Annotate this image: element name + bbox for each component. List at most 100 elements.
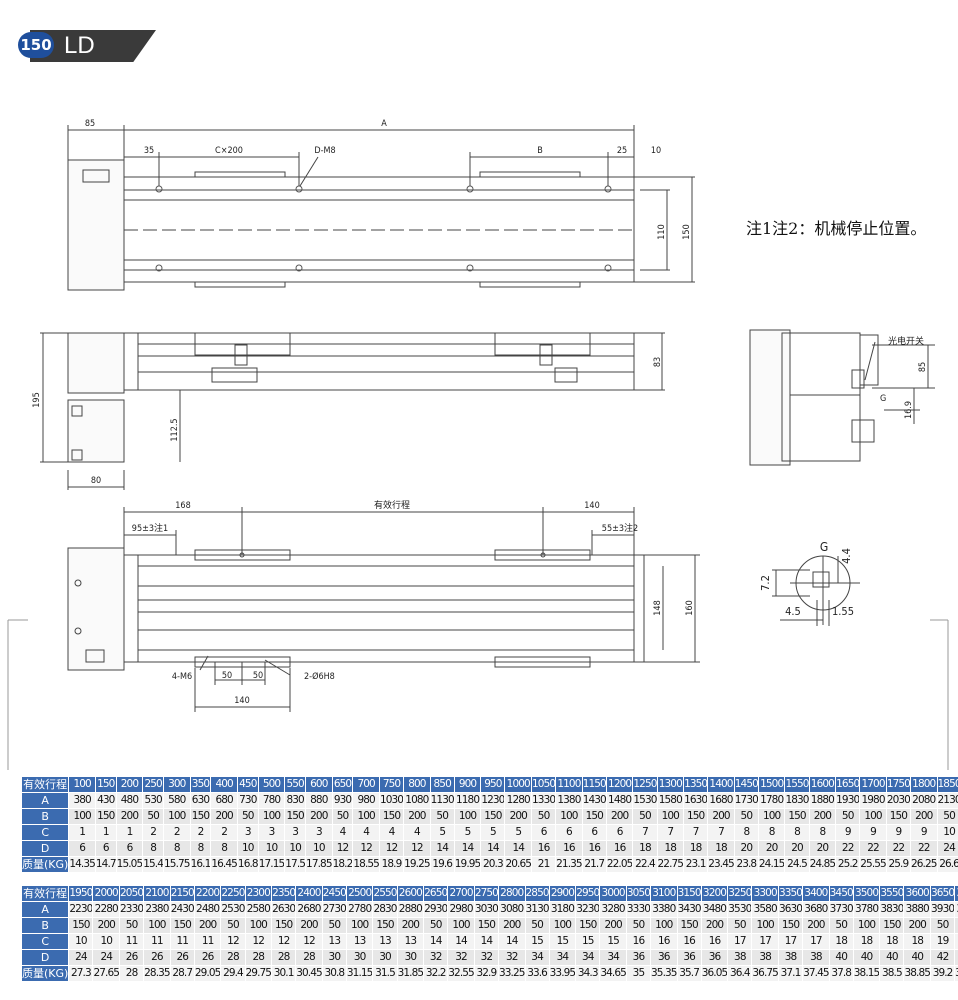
table-cell: 50	[142, 808, 165, 825]
table-cell: 17.5	[284, 856, 307, 873]
table-cell: 40	[828, 949, 854, 966]
table-cell: 19.25	[403, 856, 431, 873]
table-cell: 100	[954, 917, 958, 934]
table-cell: 3700	[954, 885, 958, 902]
table-cell: 28	[220, 949, 246, 966]
table-cell: 150	[581, 808, 607, 825]
table-cell: 100	[650, 917, 678, 934]
table-cell: 38.5	[879, 965, 905, 982]
table-cell: 2	[142, 824, 165, 841]
table-cell: 6	[68, 840, 96, 857]
table-cell: 50	[835, 808, 861, 825]
dim-cx200: C×200	[215, 146, 243, 156]
table-cell: 50	[429, 808, 455, 825]
table-cell: 34	[599, 949, 627, 966]
table-cell: 200	[504, 808, 533, 825]
table-cell: 200	[305, 808, 333, 825]
table-cell: 1230	[480, 792, 506, 809]
table-cell: 33.95	[548, 965, 577, 982]
table-cell: 34	[575, 949, 601, 966]
table-cell: 150	[879, 917, 905, 934]
table-cell: 20	[733, 840, 759, 857]
dim-50-left: 50	[222, 671, 232, 681]
table-cell: 1200	[605, 776, 634, 793]
dim-1-55: 1.55	[832, 605, 854, 618]
table-cell: 200	[115, 808, 144, 825]
table-cell: 100	[68, 808, 96, 825]
table-cell: 40	[903, 949, 932, 966]
table-cell: 30	[372, 949, 398, 966]
table-cell: 10	[68, 933, 94, 950]
table-cell: 150	[784, 808, 810, 825]
table-cell: 21.35	[555, 856, 583, 873]
table-cell: 15.75	[163, 856, 191, 873]
table-cell: 28	[295, 949, 323, 966]
row-header: 有效行程	[20, 776, 70, 793]
table-cell: 36	[676, 949, 702, 966]
table-cell: 3130	[524, 901, 550, 918]
table-cell: 38	[802, 949, 830, 966]
table-cell: 36	[700, 949, 729, 966]
table-cell: 150	[676, 917, 702, 934]
table-cell: 2830	[372, 901, 398, 918]
table-cell: 150	[378, 808, 405, 825]
table-cell: 12	[378, 840, 405, 857]
table-cell: 2280	[92, 901, 121, 918]
table-cell: 19.6	[429, 856, 455, 873]
dim-168: 168	[175, 501, 190, 511]
table-cell: 550	[284, 776, 307, 793]
table-cell: 3	[284, 824, 307, 841]
table-cell: 25.55	[859, 856, 887, 873]
table-cell: 150	[284, 808, 307, 825]
table-cell: 2480	[193, 901, 222, 918]
table-cell: 3230	[575, 901, 601, 918]
table-cell: 880	[305, 792, 333, 809]
table-cell: 36.4	[727, 965, 753, 982]
table-cell: 24.85	[808, 856, 837, 873]
table-cell: 30.1	[271, 965, 297, 982]
table-cell: 200	[396, 917, 425, 934]
table-cell: 14	[497, 933, 526, 950]
table-cell: 3300	[751, 885, 779, 902]
table-cell: 18	[828, 933, 854, 950]
row-header: B	[20, 917, 70, 934]
dim-a: A	[381, 119, 387, 129]
table-cell: 7	[707, 824, 735, 841]
table-cell: 8	[142, 840, 165, 857]
table-cell: 50	[423, 917, 449, 934]
table-cell: 100	[555, 808, 583, 825]
table-cell: 150	[189, 808, 212, 825]
table-cell: 2900	[548, 885, 577, 902]
table-cell: 12	[295, 933, 323, 950]
table-cell: 50	[625, 917, 652, 934]
table-cell: 33.6	[524, 965, 550, 982]
dim-110: 110	[657, 224, 667, 239]
table-cell: 18	[879, 933, 905, 950]
table-cell: 100	[751, 917, 779, 934]
table-cell: 10	[284, 840, 307, 857]
table-cell: 14	[473, 933, 499, 950]
table-cell: 40	[852, 949, 881, 966]
table-cell: 1750	[885, 776, 911, 793]
table-cell: 26.6	[936, 856, 958, 873]
table-cell: 18.2	[331, 856, 354, 873]
table-cell: 3600	[903, 885, 932, 902]
row-header: 质量(KG)	[20, 856, 70, 873]
row-header: C	[20, 824, 70, 841]
table-cell: 150	[94, 808, 117, 825]
table-cell: 6	[605, 824, 634, 841]
table-cell: 630	[189, 792, 212, 809]
table-cell: 15.05	[115, 856, 144, 873]
table-cell: 9	[885, 824, 911, 841]
table-cell: 1030	[378, 792, 405, 809]
table-cell: 23.8	[733, 856, 759, 873]
table-cell: 14	[453, 840, 482, 857]
table-cell: 3	[257, 824, 286, 841]
table-cell: 1650	[835, 776, 861, 793]
table-cell: 11	[119, 933, 145, 950]
